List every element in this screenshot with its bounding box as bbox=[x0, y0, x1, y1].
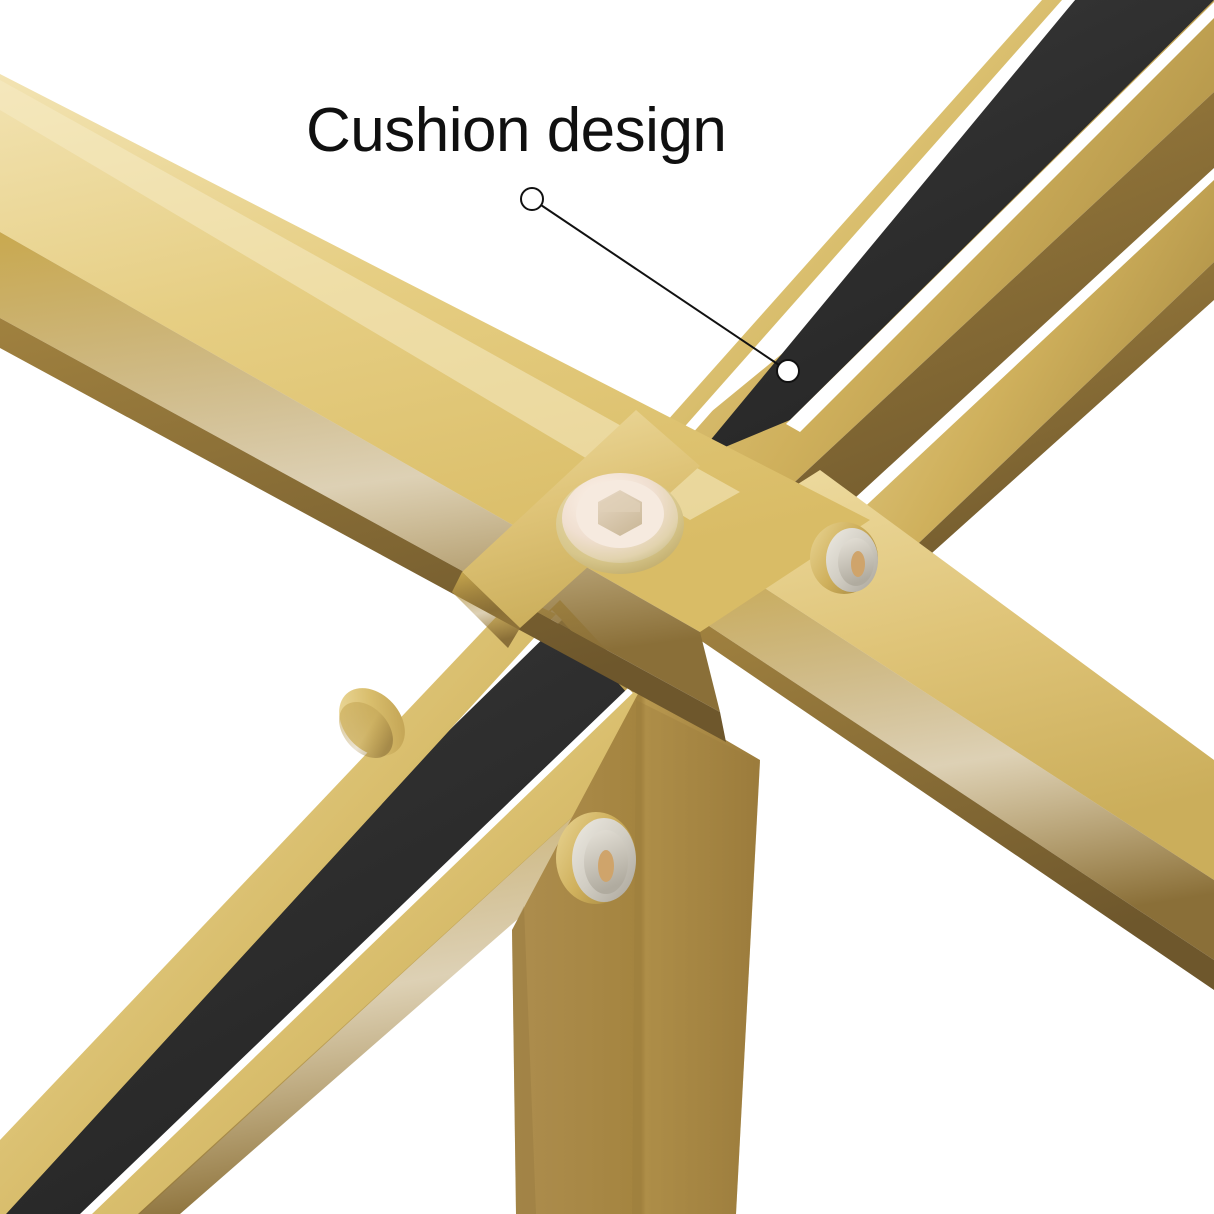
lower-hinge-pivot bbox=[556, 812, 636, 904]
center-hex-bolt bbox=[556, 473, 684, 574]
cushion-highlight-lower-right-edge bbox=[786, 2, 1214, 432]
lower-left-cushion-beam bbox=[0, 596, 700, 1214]
cushion-highlight-right bbox=[80, 688, 640, 1214]
rail-lower-left-upper bbox=[0, 596, 556, 1214]
upper-right-cushion-beam-far bbox=[840, 180, 1214, 596]
cushion-strip-upper-right bbox=[694, 0, 1214, 460]
left-gold-cap bbox=[339, 688, 405, 758]
cushion-strip-lower-left bbox=[6, 614, 628, 1214]
beam-specular-highlight bbox=[0, 80, 740, 520]
callout-label: Cushion design bbox=[306, 96, 727, 165]
rail-lower-left-lower bbox=[92, 686, 676, 1214]
right-hinge-pivot bbox=[810, 522, 878, 594]
